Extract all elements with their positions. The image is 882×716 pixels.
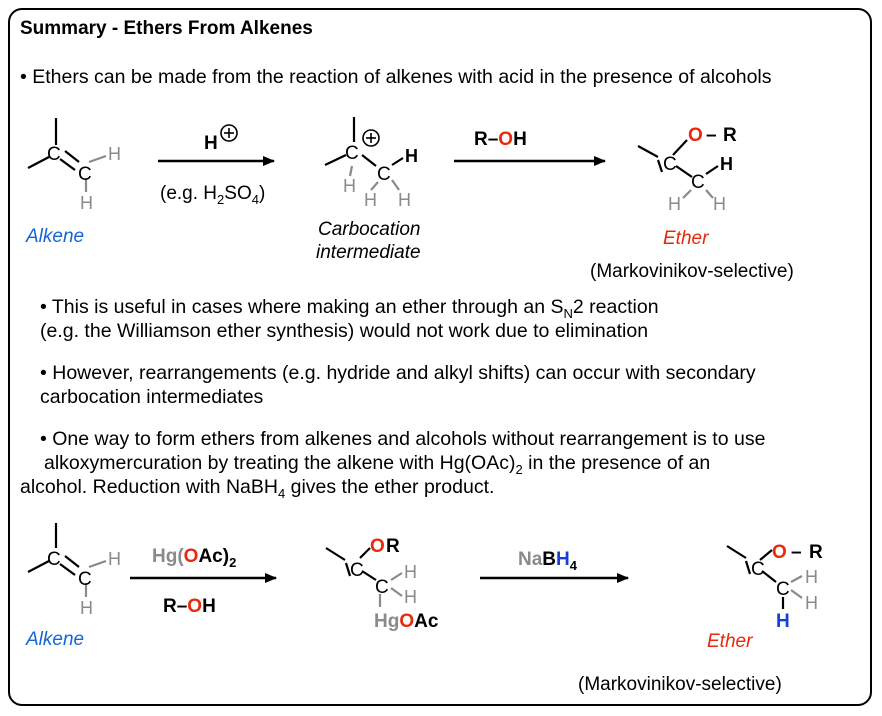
organomercury-intermediate-structure <box>325 547 403 607</box>
atom-hydrogen: H <box>713 194 726 214</box>
summary-frame <box>8 8 872 706</box>
bullet-text: gives the ether product. <box>285 476 495 498</box>
label-markovnikov-2: (Markovinikov-selective) <box>578 674 782 695</box>
atom-carbon: C <box>691 172 705 193</box>
atom-hydrogen: H <box>398 190 411 210</box>
bullet-rearrangement-line2: carbocation intermediates <box>40 386 264 408</box>
carbocation-structure <box>324 117 404 191</box>
subscript: 2 <box>515 461 523 477</box>
atom-hydrogen: H <box>805 593 818 613</box>
reagent-sodium-borohydride: NaBH4 <box>518 549 578 573</box>
atom-hydrogen: H <box>364 190 377 210</box>
ether-structure-2 <box>726 545 803 609</box>
bullet-ethers-from-alkenes: • Ethers can be made from the reaction o… <box>20 66 772 88</box>
page-title: Summary - Ethers From Alkenes <box>20 18 313 39</box>
alkene-structure-2 <box>27 523 107 597</box>
atom-carbon: C <box>350 560 364 581</box>
atom-carbon: C <box>751 559 765 580</box>
bullet-alkoxymercuration-line2: alkoxymercuration by treating the alkene… <box>44 452 710 481</box>
label-carbocation-line1: Carbocation <box>318 219 420 240</box>
atom-oxygen: O <box>370 536 385 557</box>
subscript: 4 <box>277 485 286 501</box>
atom-carbon: C <box>345 143 359 164</box>
alkene-structure-1 <box>27 118 107 192</box>
label-carbocation-line2: intermediate <box>316 242 421 263</box>
atom-hydrogen: H <box>108 549 121 569</box>
bond-dash: – <box>706 125 717 146</box>
atom-r-group: R <box>386 536 400 557</box>
atom-carbon: C <box>663 154 677 175</box>
label-alkene-2: Alkene <box>25 629 84 650</box>
positive-charge-icon <box>362 129 380 147</box>
atom-carbon: C <box>377 164 391 185</box>
atom-carbon: C <box>375 577 389 598</box>
bullet-text: 2 reaction <box>572 296 659 318</box>
atom-oxygen: O <box>772 542 787 563</box>
atom-carbon: C <box>47 144 61 165</box>
atom-hydrogen-added: H <box>776 611 790 632</box>
reagent-alcohol: R–OH <box>474 129 527 150</box>
bullet-text: alcohol. Reduction with NaBH <box>20 476 278 498</box>
atom-hydrogen: H <box>404 587 417 607</box>
bond-dash: – <box>791 542 802 563</box>
atom-hydrogen: H <box>805 567 818 587</box>
atom-hydrogen: H <box>405 146 418 166</box>
substituent-mercury-acetate: HgOAc <box>374 611 439 632</box>
atom-hydrogen: H <box>404 562 417 582</box>
reagent-proton: H <box>204 133 218 154</box>
subscript: N <box>563 305 573 321</box>
ether-structure-1 <box>637 139 719 199</box>
atom-hydrogen: H <box>108 144 121 164</box>
label-ether-1: Ether <box>663 228 709 249</box>
atom-carbon: C <box>78 569 92 590</box>
bullet-alkoxymercuration-line1: • One way to form ethers from alkenes an… <box>40 428 766 450</box>
positive-charge-icon <box>220 124 238 142</box>
reagent-mercuric-acetate: Hg(OAc)2 <box>152 546 236 570</box>
atom-carbon: C <box>776 579 790 600</box>
atom-carbon: C <box>47 549 61 570</box>
bullet-text: in the presence of an <box>522 452 711 474</box>
bullet-sn2-line2: (e.g. the Williamson ether synthesis) wo… <box>40 320 649 342</box>
atom-hydrogen: H <box>343 176 356 196</box>
label-ether-2: Ether <box>707 631 753 652</box>
label-alkene-1: Alkene <box>25 226 84 247</box>
atom-hydrogen: H <box>80 598 93 618</box>
bullet-text: • This is useful in cases where making a… <box>40 296 564 318</box>
bullet-alkoxymercuration-line3: alcohol. Reduction with NaBH4 gives the … <box>20 476 494 505</box>
atom-r-group: R <box>809 542 823 563</box>
reagent-alcohol-2: R–OH <box>163 596 216 617</box>
atom-r-group: R <box>723 125 737 146</box>
label-markovnikov-1: (Markovinikov-selective) <box>590 261 794 282</box>
atom-hydrogen: H <box>720 154 733 174</box>
atom-carbon: C <box>78 164 92 185</box>
atom-oxygen: O <box>688 125 703 146</box>
bullet-rearrangement-line1: • However, rearrangements (e.g. hydride … <box>40 362 756 384</box>
bullet-text: alkoxymercuration by treating the alkene… <box>44 452 516 474</box>
reagent-example-acid: (e.g. H2SO4) <box>160 183 265 207</box>
atom-hydrogen: H <box>80 193 93 213</box>
atom-hydrogen: H <box>668 194 681 214</box>
bullet-sn2-line1: • This is useful in cases where making a… <box>40 296 659 325</box>
